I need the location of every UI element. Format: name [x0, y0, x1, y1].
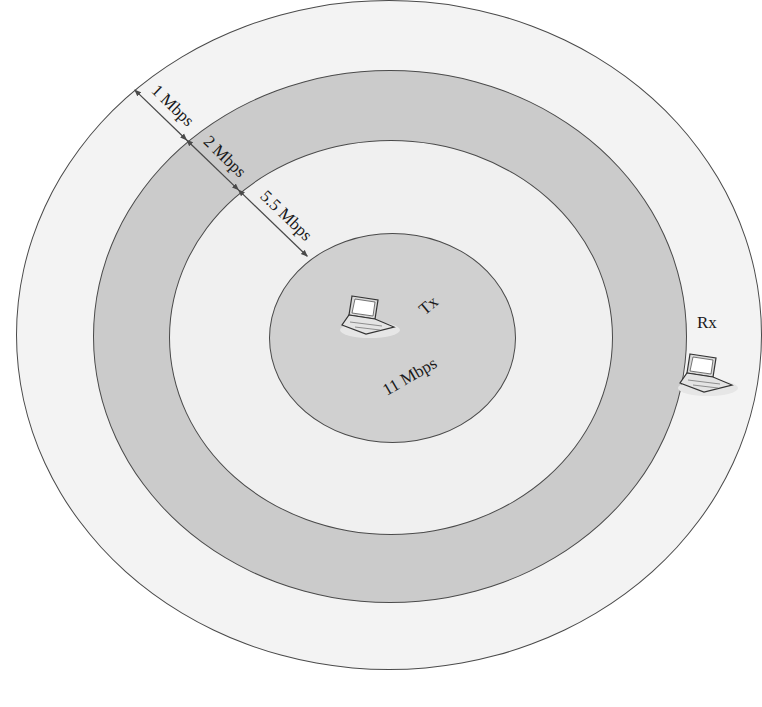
rate-label: 5.5 Mbps: [257, 187, 315, 244]
rate-zone: 11 Mbps: [269, 233, 516, 443]
range-arrow: [238, 190, 307, 256]
rate-zone: 11 Mbps 5.5 Mbps2 Mbps: [93, 70, 687, 603]
rate-label: 11 Mbps: [379, 354, 439, 398]
rate-label: 1 Mbps: [148, 81, 197, 129]
device-label: Rx: [697, 314, 717, 331]
range-arrow: [135, 90, 187, 140]
rate-zone: 11 Mbps 5.5 Mbps2 Mbps1 Mbps: [16, 0, 762, 670]
range-arrow: [187, 140, 239, 190]
rate-label: 2 Mbps: [201, 132, 250, 180]
tx-laptop: [340, 296, 400, 338]
rate-zone: 11 Mbps 5.5 Mbps: [169, 140, 613, 535]
rx-laptop: [678, 354, 738, 396]
range-arrows: [135, 90, 308, 256]
